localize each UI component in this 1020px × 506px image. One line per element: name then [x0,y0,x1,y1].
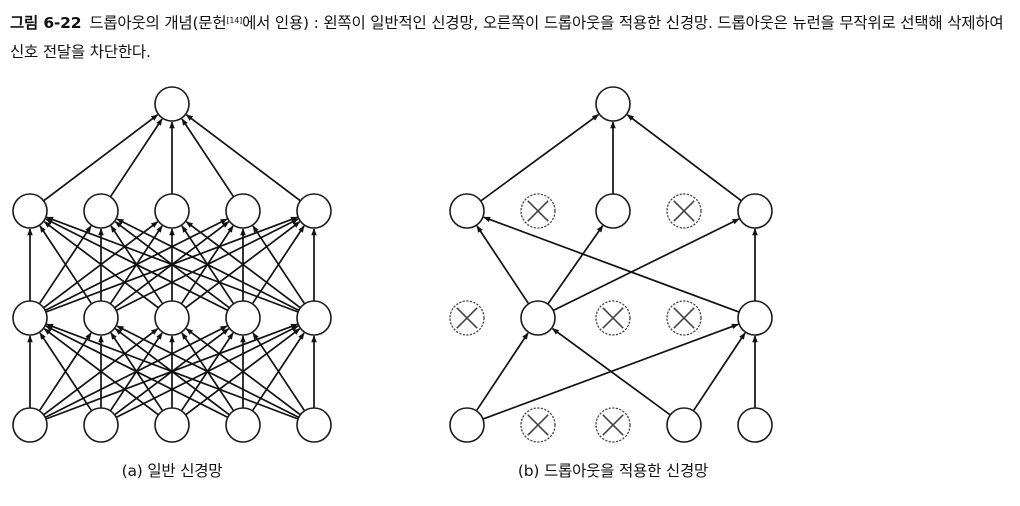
neuron [154,300,190,336]
standard-network-connection [46,323,299,420]
neuron [83,407,119,443]
dropout-network-connection [552,218,740,312]
neuron [12,193,48,229]
caption-text-1: 드롭아웃의 개념(문헌 [89,14,227,32]
dropout-network-edges [475,113,758,420]
standard-network-connection [185,221,301,309]
dropped-mark-icon [527,200,549,222]
dropout-network-connection [626,114,742,202]
standard-network-connection [45,218,229,312]
neuron [154,193,190,229]
standard-network-connection [39,225,93,305]
neuron [225,300,261,336]
dropped-mark-icon [527,414,549,436]
neuron [225,407,261,443]
dropout-network-connection [483,216,740,313]
standard-network-label: (a) 일반 신경망 [121,462,223,480]
neuron [296,407,332,443]
dropped-mark-icon [602,307,624,329]
neuron [520,300,556,336]
neuron [154,86,190,122]
dropped-mark-icon [673,307,695,329]
standard-network-connection [185,328,301,416]
dropout-network-neurons [449,86,773,443]
standard-network-connection [39,332,93,412]
standard-network-connection [252,332,306,412]
standard-network-connection [43,114,159,202]
neuron [12,407,48,443]
dropout-network-connection [476,225,530,305]
neuron [12,300,48,336]
neuron [737,407,773,443]
standard-network-connection [45,325,229,419]
dropped-mark-icon [456,307,478,329]
neuron [595,86,631,122]
neuron [296,300,332,336]
dropout-network [449,86,773,443]
dropout-network-connection [480,113,600,202]
standard-network-neurons [12,86,332,443]
standard-network-connection [116,218,300,312]
figure-caption: 그림 6-22 드롭아웃의 개념(문헌[14]에서 인용) : 왼쪽이 일반적인 … [10,9,1010,67]
dropout-network-connection [547,225,604,305]
standard-network-connection [109,118,163,198]
neuron [83,193,119,229]
neuron [154,407,190,443]
standard-network [12,86,332,443]
neuron [449,193,485,229]
standard-network-connection [185,114,301,202]
standard-network-edges [27,114,317,420]
neuron [225,193,261,229]
dropped-mark-icon [673,200,695,222]
standard-network-connection [46,216,299,313]
standard-network-connection [252,225,306,305]
dropout-network-label: (b) 드롭아웃을 적용한 신경망 [517,462,709,480]
citation-marker: [14] [226,16,243,25]
figure-number: 그림 6-22 [10,14,82,32]
neuron [296,193,332,229]
neuron [737,300,773,336]
neuron [83,300,119,336]
dropout-network-connection [692,332,746,412]
neuron [737,193,773,229]
dropout-network-connection [475,332,529,412]
neuron [449,407,485,443]
standard-network-connection [43,328,159,416]
dropped-mark-icon [602,414,624,436]
dropout-network-connection [551,327,671,416]
standard-network-connection [181,118,235,198]
standard-network-connection [43,221,159,309]
neuron [595,193,631,229]
neuron [666,407,702,443]
caption-text-2: 에서 인용) : 왼쪽이 일반적인 신경망, 오른쪽이 드롭아웃을 적용한 신경… [10,14,1004,61]
standard-network-connection [116,325,300,419]
